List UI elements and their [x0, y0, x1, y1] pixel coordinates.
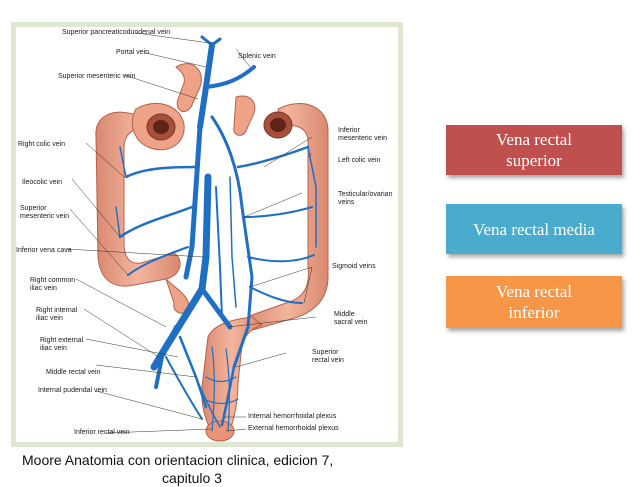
box-vena-rectal-superior: Vena rectal superior: [446, 125, 622, 175]
label-right-internal-iliac-vein: Right internal iliac vein: [36, 307, 78, 322]
caption-line-2: capitulo 3: [162, 470, 222, 486]
label-inferior-mesenteric-vein: Inferior mesenteric vein: [338, 127, 388, 142]
inferior-mesenteric-vein: [210, 115, 254, 369]
box-vena-rectal-inferior: Vena rectal inferior: [446, 276, 622, 328]
label-ileocolic-vein: Ileocolic vein: [22, 179, 63, 186]
superior-rectal-vein: [220, 365, 236, 427]
label-testicular-ovarian-veins: Testicular/ovarian veins: [338, 191, 393, 206]
label-portal-vein: Portal vein: [116, 49, 150, 56]
label-inferior-vena-cava: Inferior vena cava: [16, 247, 72, 254]
label-superior-mesenteric-vein-top: Superior mesenteric vein: [58, 73, 136, 80]
box-inferior-line-2: inferior: [508, 303, 560, 322]
caption-line-1: Moore Anatomia con orientacion clinica, …: [22, 452, 334, 468]
ascending-colon: [95, 111, 181, 287]
duodenum-loop: [175, 63, 202, 113]
figure-caption: Moore Anatomia con orientacion clinica, …: [22, 451, 422, 487]
label-splenic-vein: Splenic vein: [238, 53, 276, 60]
label-superior-pancreaticoduodenal-vein: Superior pancreaticoduodenal vein: [62, 29, 171, 36]
box-inferior-line-1: Vena rectal: [496, 282, 572, 301]
box-superior-line-1: Vena rectal: [496, 130, 572, 149]
label-middle-rectal-vein: Middle rectal vein: [46, 369, 101, 376]
label-right-external-iliac-vein: Right external iliac vein: [40, 337, 84, 352]
label-superior-mesenteric-vein: Superior mesenteric vein: [20, 205, 70, 220]
label-internal-pudendal-vein: Internal pudendal vein: [38, 387, 107, 394]
box-media-line-1: Vena rectal media: [473, 219, 595, 239]
superior-mesenteric-vein: [183, 124, 203, 280]
box-vena-rectal-media: Vena rectal media: [446, 204, 622, 254]
splenic-vein: [204, 65, 256, 89]
label-external-hemorrhoidal-plexus: External hemorrhoidal plexus: [248, 425, 339, 432]
label-superior-rectal-vein: Superior rectal vein: [312, 349, 344, 364]
anatomy-figure-frame: Superior pancreaticoduodenal vein Portal…: [11, 22, 403, 447]
venous-drainage-illustration: [65, 32, 329, 442]
label-inferior-rectal-vein: Inferior rectal vein: [74, 429, 130, 436]
label-left-colic-vein: Left colic vein: [338, 157, 381, 164]
box-superior-line-2: superior: [506, 151, 562, 170]
anatomy-figure: Superior pancreaticoduodenal vein Portal…: [16, 27, 398, 442]
label-sigmoid-veins: Sigmoid veins: [332, 263, 376, 270]
label-right-common-iliac-vein: Right common iliac vein: [30, 277, 76, 292]
label-middle-sacral-vein: Middle sacral vein: [334, 311, 368, 326]
label-right-colic-vein: Right colic vein: [18, 141, 66, 148]
label-internal-hemorrhoidal-plexus: Internal hemorrhoidal plexus: [248, 413, 337, 420]
